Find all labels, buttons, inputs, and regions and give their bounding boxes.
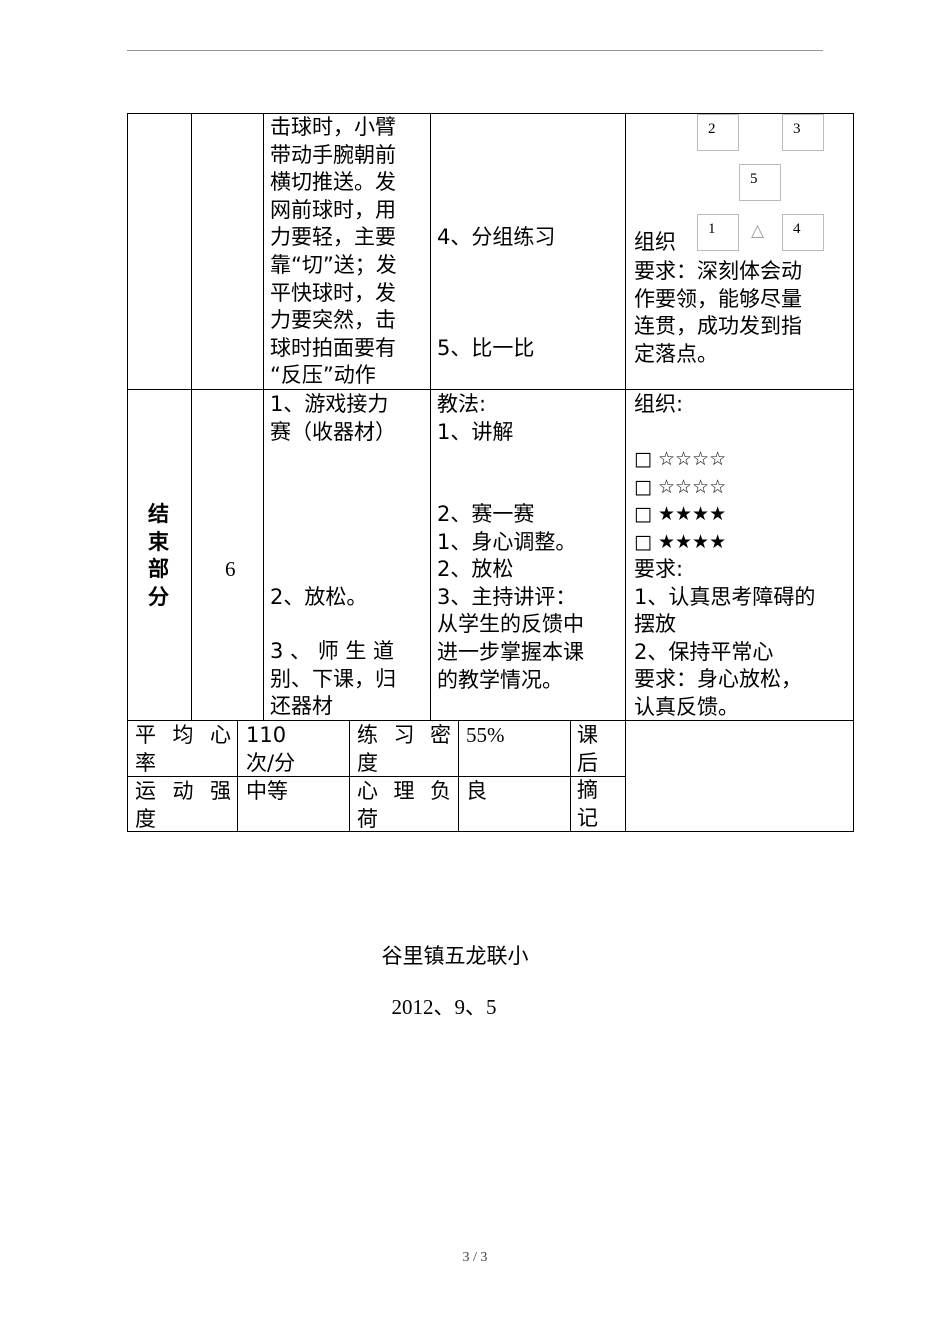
- intensity-value: 中等: [246, 779, 288, 803]
- text-line: 靠“切”送；发: [270, 252, 397, 277]
- density-label: 练 习 密度: [357, 722, 451, 777]
- text-line: 横切推送。发: [270, 170, 396, 195]
- text-line: 力要轻，主要: [270, 225, 396, 250]
- text-line: 网前球时，用: [270, 197, 396, 222]
- text-line: 带动手腕朝前: [270, 142, 396, 167]
- text-line: 的教学情况。: [437, 667, 563, 692]
- text-line: 2、放松: [437, 557, 514, 582]
- date: 2012、9、5: [391, 995, 497, 1019]
- text-line: 连贯，成功发到指: [634, 314, 802, 339]
- text-line: 部: [148, 557, 169, 582]
- text-line: □ ★★★★: [634, 503, 727, 526]
- text-line: 平快球时，发: [270, 280, 396, 305]
- text-line: 别、下课，归: [270, 666, 396, 691]
- row1-method-group-practice: 4、分组练习: [437, 225, 556, 249]
- text-line: 要求：深刻体会动: [634, 259, 802, 283]
- text-line: 110: [246, 723, 287, 747]
- text-line: 结: [148, 502, 169, 526]
- section-label-ending: 结束部分: [148, 501, 169, 611]
- text-line: 后: [577, 750, 598, 775]
- row1-content: 击球时，小臂带动手腕朝前横切推送。发网前球时，用力要轻，主要靠“切”送；发平快球…: [270, 114, 397, 390]
- formation-box-2: 2: [697, 114, 739, 151]
- text-line: 课: [577, 723, 598, 747]
- row2-content-b: 2、放松。: [270, 585, 368, 609]
- text-line: □ ☆☆☆☆: [634, 475, 727, 498]
- text-line: 进一步掌握本课: [437, 639, 584, 664]
- heart-rate-label: 平 均 心率: [135, 722, 231, 777]
- row2-method-a: 教法: 1、讲解: [437, 391, 513, 446]
- text-line: 率: [135, 750, 156, 775]
- page-number: 3 / 3: [462, 1250, 488, 1265]
- text-line: □ ★★★★: [634, 530, 727, 553]
- text-line: 认真反馈。: [634, 694, 739, 719]
- text-line: 1、讲解: [437, 419, 514, 444]
- text-line: 练 习 密: [357, 723, 451, 747]
- text-line: 荷: [357, 806, 378, 831]
- text-line: 作要领，能够尽量: [634, 286, 802, 311]
- text-line: 还器材: [270, 694, 333, 719]
- text-line: 1、身心调整。: [437, 529, 577, 554]
- text-line: 1、认真思考障碍的: [634, 584, 816, 609]
- row1-method-compete: 5、比一比: [437, 336, 535, 360]
- formation-box-5: 5: [739, 164, 781, 201]
- text-line: 分: [148, 584, 169, 609]
- row1-requirements: 要求：深刻体会动作要领，能够尽量连贯，成功发到指定落点。: [634, 258, 802, 368]
- text-line: 要求:: [634, 557, 684, 581]
- text-line: 度: [135, 806, 156, 831]
- load-value: 良: [466, 779, 487, 803]
- load-label: 心 理 负荷: [357, 778, 451, 833]
- formation-box-3: 3: [782, 114, 824, 151]
- row1-org-label: 组织: [634, 230, 676, 254]
- text-line: 3、主持讲评：: [437, 584, 577, 609]
- notes-label: 课后摘记: [577, 722, 598, 832]
- text-line: 次/分: [246, 750, 296, 775]
- text-line: 1、游戏接力: [270, 392, 389, 416]
- row2-org-label: 组织:: [634, 392, 684, 416]
- text-line: 教法:: [437, 392, 487, 416]
- text-line: 赛（收器材）: [270, 419, 396, 444]
- text-line: 定落点。: [634, 341, 718, 366]
- formation-box-1: 1: [697, 214, 739, 251]
- header-rule: [127, 50, 823, 51]
- density-value: 55%: [466, 723, 505, 747]
- text-line: 3 、 师 生 道: [270, 639, 395, 663]
- teacher-triangle-icon: △: [751, 221, 765, 241]
- text-line: 运 动 强: [135, 779, 231, 803]
- heart-rate-value: 110 次/分: [246, 722, 295, 777]
- text-line: 摘: [577, 778, 598, 803]
- text-line: 要求：身心放松，: [634, 667, 802, 692]
- text-line: 力要突然，击: [270, 308, 396, 333]
- text-line: 记: [577, 805, 598, 830]
- formation-box-4: 4: [782, 214, 824, 251]
- text-line: 摆放: [634, 612, 676, 637]
- text-line: □ ☆☆☆☆: [634, 448, 727, 470]
- school-name: 谷里镇五龙联小: [381, 944, 529, 968]
- text-line: 击球时，小臂: [270, 115, 396, 139]
- row2-formation: □ ☆☆☆☆ □ ☆☆☆☆ □ ★★★★ □ ★★★★: [634, 446, 726, 556]
- text-line: “反压”动作: [270, 363, 376, 388]
- text-line: 2、赛一赛: [437, 502, 535, 526]
- text-line: 心 理 负: [357, 779, 451, 803]
- row2-content-a: 1、游戏接力赛（收器材）: [270, 391, 396, 446]
- intensity-label: 运 动 强度: [135, 778, 231, 833]
- text-line: 2、保持平常心: [634, 639, 774, 664]
- text-line: 球时拍面要有: [270, 335, 396, 360]
- text-line: 从学生的反馈中: [437, 612, 584, 637]
- text-line: 束: [148, 529, 169, 554]
- text-line: 平 均 心: [135, 723, 231, 747]
- section-time: 6: [225, 557, 236, 581]
- row2-content-c: 3 、 师 生 道别、下课，归还器材: [270, 638, 396, 721]
- text-line: 度: [357, 750, 378, 775]
